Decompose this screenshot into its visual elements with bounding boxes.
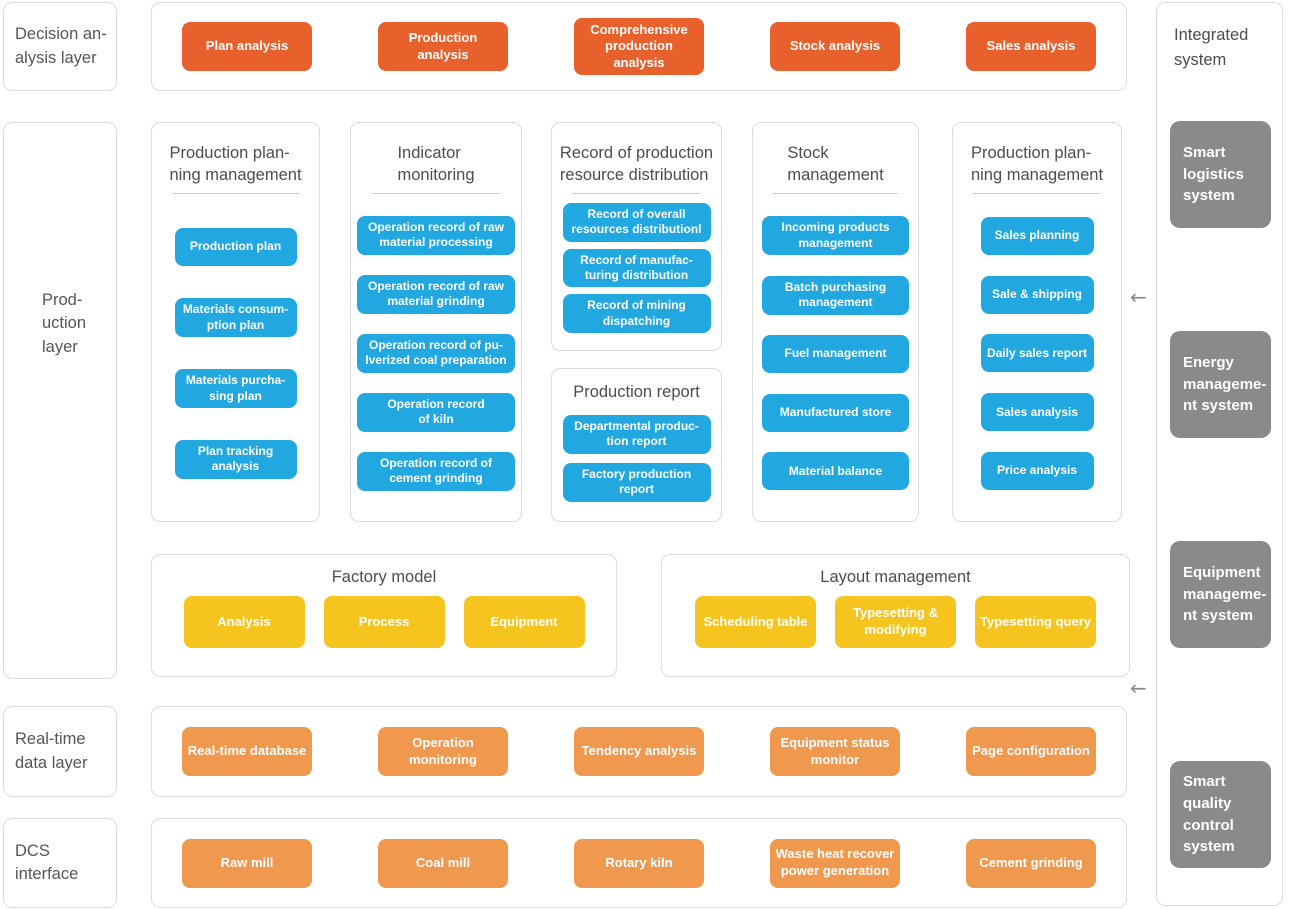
column-title: Record of production resource distributi… [559, 144, 714, 185]
button-stack: Operation record of raw material process… [351, 194, 521, 521]
comprehensive-production-analysis-button[interactable]: Comprehensive production analysis [574, 17, 704, 76]
stock-analysis-button[interactable]: Stock analysis [770, 22, 900, 71]
sales-planning-button[interactable]: Sales planning [980, 216, 1094, 255]
button-stack: Record of overall resources distribution… [552, 194, 721, 350]
section-title: Layout management [820, 568, 971, 586]
analysis-button[interactable]: Analysis [183, 596, 305, 648]
column-title: Production plan- ning management [169, 144, 302, 185]
production-plan-button[interactable]: Production plan [174, 228, 297, 267]
column-title: Production report [573, 383, 700, 401]
column-title: Production plan- ning management [970, 144, 1104, 185]
daily-sales-report-button[interactable]: Daily sales report [980, 334, 1094, 373]
section-title: Factory model [331, 568, 437, 586]
decision-analysis-row: Plan analysis Production analysis Compre… [151, 2, 1127, 91]
production-planning-management-column: Production plan- ning management Product… [151, 122, 320, 522]
energy-management-system-box[interactable]: Energy manageme- nt system [1170, 331, 1271, 438]
coal-mill-button[interactable]: Coal mill [378, 838, 508, 888]
record-overall-resources-distribution-button[interactable]: Record of overall resources distribution… [562, 202, 711, 242]
button-stack: Production plan Materials consum- ption … [152, 194, 319, 521]
operation-record-of-kiln-button[interactable]: Operation record of kiln [357, 393, 515, 432]
operation-record-raw-material-processing-button[interactable]: Operation record of raw material process… [357, 216, 515, 255]
indicator-monitoring-column: Indicator monitoring Operation record of… [350, 122, 522, 522]
material-balance-button[interactable]: Material balance [762, 452, 909, 491]
waste-heat-recover-power-generation-button[interactable]: Waste heat recover power generation [770, 838, 900, 888]
header-underline [371, 192, 501, 194]
price-analysis-button[interactable]: Price analysis [980, 452, 1094, 491]
button-stack: Sales planning Sale & shipping Daily sal… [953, 194, 1121, 521]
sale-and-shipping-button[interactable]: Sale & shipping [980, 275, 1094, 314]
left-arrow-icon: ← [1130, 676, 1147, 700]
column-title: Stock management [787, 144, 884, 185]
header-underline [772, 192, 899, 194]
plan-analysis-button[interactable]: Plan analysis [182, 22, 312, 71]
incoming-products-management-button[interactable]: Incoming products management [762, 216, 909, 256]
manufactured-store-button[interactable]: Manufactured store [762, 393, 909, 432]
production-analysis-button[interactable]: Production analysis [378, 22, 508, 71]
materials-purchasing-plan-button[interactable]: Materials purcha- sing plan [174, 369, 297, 408]
factory-production-report-button[interactable]: Factory production report [562, 462, 711, 502]
batch-purchasing-management-button[interactable]: Batch purchasing management [762, 275, 909, 315]
smart-quality-control-system-box[interactable]: Smart quality control system [1170, 761, 1271, 868]
departmental-production-report-button[interactable]: Departmental produc- tion report [562, 414, 711, 454]
sales-planning-management-column: Production plan- ning management Sales p… [952, 122, 1122, 522]
realtime-database-button[interactable]: Real-time database [182, 727, 312, 776]
realtime-data-row: Real-time database Operation monitoring … [151, 706, 1127, 797]
production-report-column: Production report Departmental produc- t… [551, 368, 722, 522]
header-underline [572, 192, 701, 194]
page-configuration-button[interactable]: Page configuration [966, 727, 1096, 776]
materials-consumption-plan-button[interactable]: Materials consum- ption plan [174, 298, 297, 337]
layer-label-production: Prod- uction layer [3, 122, 117, 679]
equipment-management-system-box[interactable]: Equipment manageme- nt system [1170, 541, 1271, 648]
layer-label-dcs-interface: DCS interface [3, 818, 117, 908]
equipment-status-monitor-button[interactable]: Equipment status monitor [770, 727, 900, 776]
button-row: Analysis Process Equipment [152, 596, 616, 648]
cement-grinding-button[interactable]: Cement grinding [966, 838, 1096, 888]
smart-logistics-system-box[interactable]: Smart logistics system [1170, 121, 1271, 228]
typesetting-modifying-button[interactable]: Typesetting & modifying [835, 596, 956, 648]
rotary-kiln-button[interactable]: Rotary kiln [574, 838, 704, 888]
operation-monitoring-button[interactable]: Operation monitoring [378, 727, 508, 776]
process-button[interactable]: Process [323, 596, 445, 648]
plan-tracking-analysis-button[interactable]: Plan tracking analysis [174, 440, 297, 479]
fuel-management-button[interactable]: Fuel management [762, 335, 909, 374]
record-of-production-resource-distribution-column: Record of production resource distributi… [551, 122, 722, 351]
operation-record-raw-material-grinding-button[interactable]: Operation record of raw material grindin… [357, 275, 515, 314]
button-stack: Departmental produc- tion report Factory… [552, 403, 721, 521]
button-stack: Incoming products management Batch purch… [753, 194, 918, 521]
left-arrow-icon: ← [1130, 285, 1147, 309]
record-mining-dispatching-button[interactable]: Record of mining dispatching [562, 294, 711, 333]
button-row: Scheduling table Typesetting & modifying… [662, 596, 1129, 648]
factory-model-section: Factory model Analysis Process Equipment [151, 554, 617, 677]
raw-mill-button[interactable]: Raw mill [182, 838, 312, 888]
scheduling-table-button[interactable]: Scheduling table [695, 596, 816, 648]
column-title: Indicator monitoring [397, 144, 475, 185]
operation-record-cement-grinding-button[interactable]: Operation record of cement grinding [357, 452, 515, 491]
equipment-button[interactable]: Equipment [463, 596, 585, 648]
typesetting-query-button[interactable]: Typesetting query [975, 596, 1096, 648]
record-manufacturing-distribution-button[interactable]: Record of manufac- turing distribution [562, 248, 711, 288]
integrated-system-title: Integrated system [1174, 26, 1249, 69]
integrated-system-panel: Integrated system Smart logistics system… [1156, 2, 1283, 906]
sales-analysis-blue-button[interactable]: Sales analysis [980, 393, 1094, 432]
operation-record-pulverized-coal-button[interactable]: Operation record of pu- lverized coal pr… [357, 334, 515, 373]
sales-analysis-button[interactable]: Sales analysis [966, 22, 1096, 71]
dcs-interface-row: Raw mill Coal mill Rotary kiln Waste hea… [151, 818, 1127, 908]
tendency-analysis-button[interactable]: Tendency analysis [574, 727, 704, 776]
layout-management-section: Layout management Scheduling table Types… [661, 554, 1130, 677]
layer-label-realtime-data: Real-time data layer [3, 706, 117, 797]
header-underline [973, 192, 1101, 194]
stock-management-column: Stock management Incoming products manag… [752, 122, 919, 522]
header-underline [172, 192, 299, 194]
layer-label-decision-analysis: Decision an- alysis layer [3, 2, 117, 91]
